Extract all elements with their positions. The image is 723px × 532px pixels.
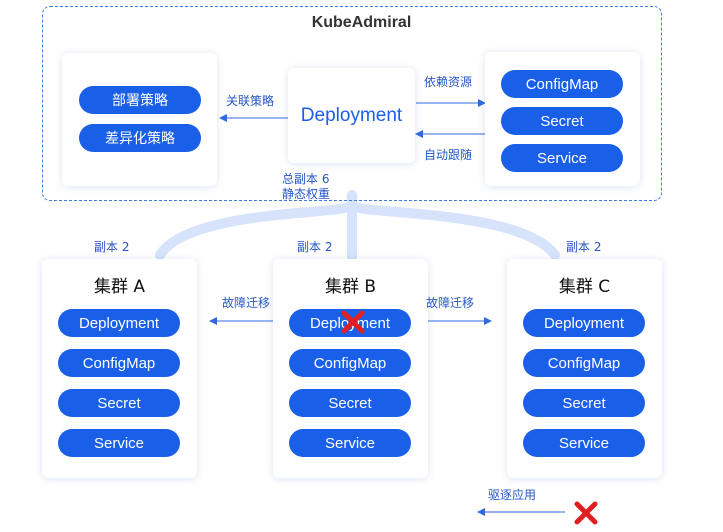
resource-pill-configmap[interactable]: ConfigMap: [501, 70, 623, 98]
evict-cross-icon: [574, 501, 598, 525]
label-depend: 依赖资源: [424, 75, 473, 89]
cluster-b-title: 集群 B: [324, 277, 377, 297]
cluster-a-secret[interactable]: Secret: [58, 389, 180, 417]
cluster-b-service[interactable]: Service: [289, 429, 411, 457]
cluster-c-secret[interactable]: Secret: [523, 389, 645, 417]
cluster-a-service[interactable]: Service: [58, 429, 180, 457]
cluster-b-secret[interactable]: Secret: [289, 389, 411, 417]
cluster-a-title: 集群 A: [93, 277, 146, 297]
label-failover-right: 故障迁移: [426, 296, 475, 310]
deployment-card[interactable]: Deployment: [288, 68, 415, 163]
cluster-a-deployment[interactable]: Deployment: [58, 309, 180, 337]
cluster-c-service[interactable]: Service: [523, 429, 645, 457]
label-static-weight: 静态权重: [282, 187, 331, 201]
policy-pill-diff[interactable]: 差异化策略: [79, 124, 201, 152]
label-total-replicas: 总副本 6: [282, 172, 330, 186]
policy-pill-deploy[interactable]: 部署策略: [79, 86, 201, 114]
cluster-c-deployment[interactable]: Deployment: [523, 309, 645, 337]
label-failover-left: 故障迁移: [222, 296, 271, 310]
label-evict: 驱逐应用: [488, 488, 537, 502]
resource-pill-secret[interactable]: Secret: [501, 107, 623, 135]
fail-cross-icon: [341, 310, 365, 334]
deployment-label: Deployment: [300, 104, 403, 126]
replicas-c: 副本 2: [566, 240, 602, 254]
resource-pill-service[interactable]: Service: [501, 144, 623, 172]
page-title: KubeAdmiral: [311, 14, 412, 31]
kubeadmiral-frame: [42, 6, 662, 201]
policy-card: [62, 53, 217, 186]
cluster-c-configmap[interactable]: ConfigMap: [523, 349, 645, 377]
replicas-b: 副本 2: [297, 240, 333, 254]
cluster-a-configmap[interactable]: ConfigMap: [58, 349, 180, 377]
replicas-a: 副本 2: [94, 240, 130, 254]
cluster-c-title: 集群 C: [558, 277, 611, 297]
distribution-fan: [155, 190, 560, 267]
label-link-policy: 关联策略: [226, 94, 275, 108]
cluster-b-configmap[interactable]: ConfigMap: [289, 349, 411, 377]
label-follow: 自动跟随: [424, 148, 473, 162]
